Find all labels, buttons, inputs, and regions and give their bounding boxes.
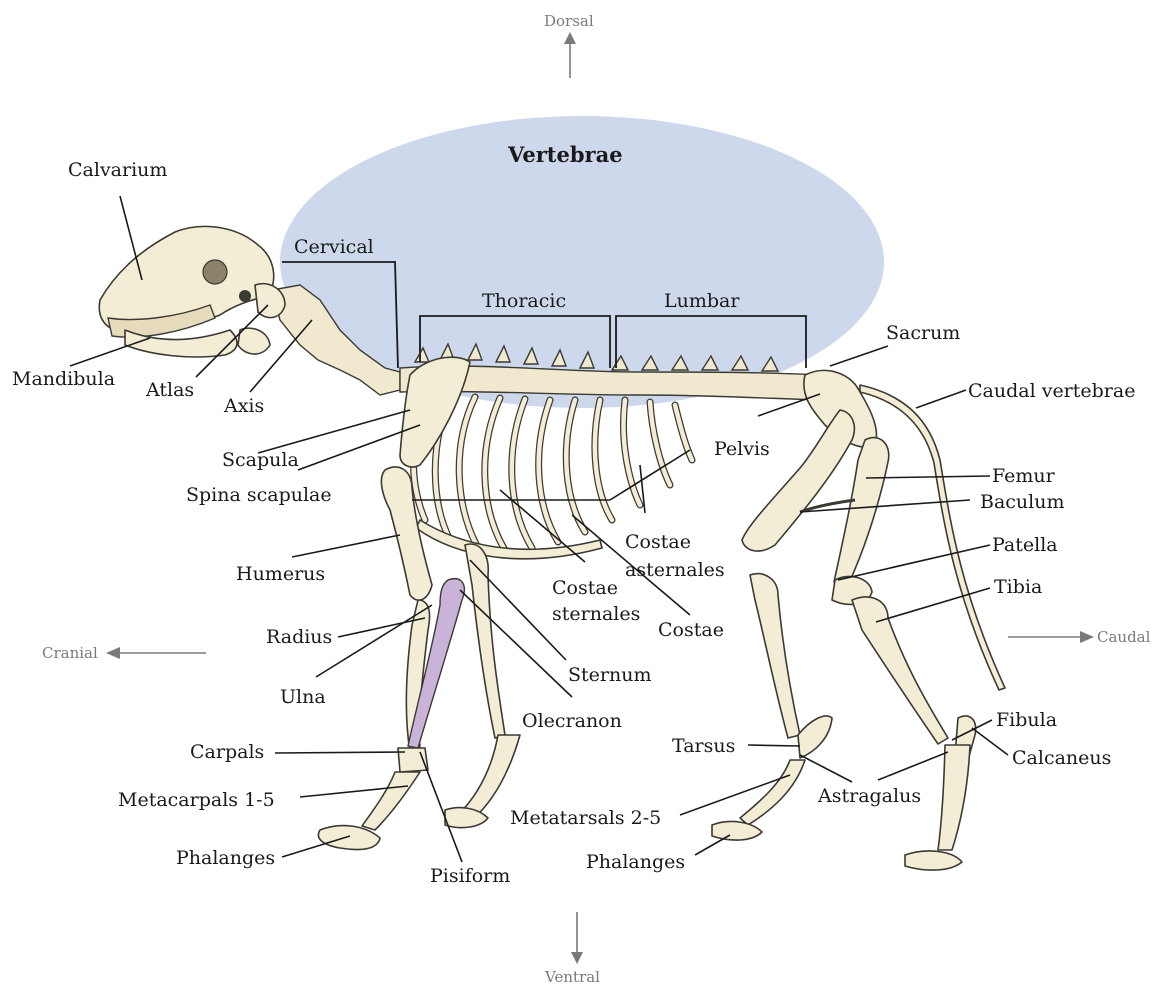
- cranial-label: Cranial: [42, 644, 98, 662]
- dorsal-label: Dorsal: [544, 12, 594, 30]
- labels: Dorsal Ventral Cranial Caudal Vertebrae …: [12, 12, 1151, 986]
- mandibula-label: Mandibula: [12, 368, 115, 390]
- carpals-label: Carpals: [190, 741, 264, 763]
- costae-sternales-label-1: Costae: [552, 577, 618, 599]
- thoracic-label: Thoracic: [482, 290, 566, 312]
- spina-scapulae-label: Spina scapulae: [186, 484, 332, 506]
- baculum-label: Baculum: [980, 491, 1065, 513]
- olecranon-label: Olecranon: [522, 710, 622, 732]
- costae-label: Costae: [658, 619, 724, 641]
- lumbar-label: Lumbar: [664, 290, 740, 312]
- sacrum-label: Sacrum: [886, 322, 960, 344]
- ulna-label: Ulna: [280, 686, 326, 708]
- sternum-label: Sternum: [568, 664, 651, 686]
- ventral-label: Ventral: [544, 968, 600, 986]
- calvarium-label: Calvarium: [68, 159, 167, 181]
- cervical-label: Cervical: [294, 236, 374, 258]
- femur-label: Femur: [992, 465, 1056, 487]
- patella-label: Patella: [992, 534, 1058, 556]
- metatarsals-label: Metatarsals 2-5: [510, 807, 661, 829]
- pelvis-label: Pelvis: [714, 438, 770, 460]
- costae-asternales-label-1: Costae: [625, 531, 691, 553]
- radius-label: Radius: [266, 626, 332, 648]
- costae-sternales-label-2: sternales: [552, 603, 640, 625]
- humerus-label: Humerus: [236, 563, 325, 585]
- vertebrae-label: Vertebrae: [507, 142, 623, 167]
- phalanges-hind-label: Phalanges: [586, 851, 685, 873]
- pisiform-label: Pisiform: [430, 865, 510, 887]
- scapula-label: Scapula: [222, 449, 299, 471]
- astragalus-label: Astragalus: [817, 785, 921, 807]
- costae-asternales-label-2: asternales: [625, 559, 725, 581]
- tibia-label: Tibia: [994, 576, 1042, 598]
- atlas-label: Atlas: [145, 379, 194, 401]
- caudal-vertebrae-label: Caudal vertebrae: [968, 380, 1135, 402]
- tarsus-label: Tarsus: [672, 735, 735, 757]
- phalanges-fore-label: Phalanges: [176, 847, 275, 869]
- caudal-label: Caudal: [1097, 628, 1151, 646]
- fibula-label: Fibula: [996, 709, 1057, 731]
- axis-label: Axis: [223, 395, 264, 417]
- metacarpals-label: Metacarpals 1-5: [118, 789, 275, 811]
- calcaneus-label: Calcaneus: [1012, 747, 1111, 769]
